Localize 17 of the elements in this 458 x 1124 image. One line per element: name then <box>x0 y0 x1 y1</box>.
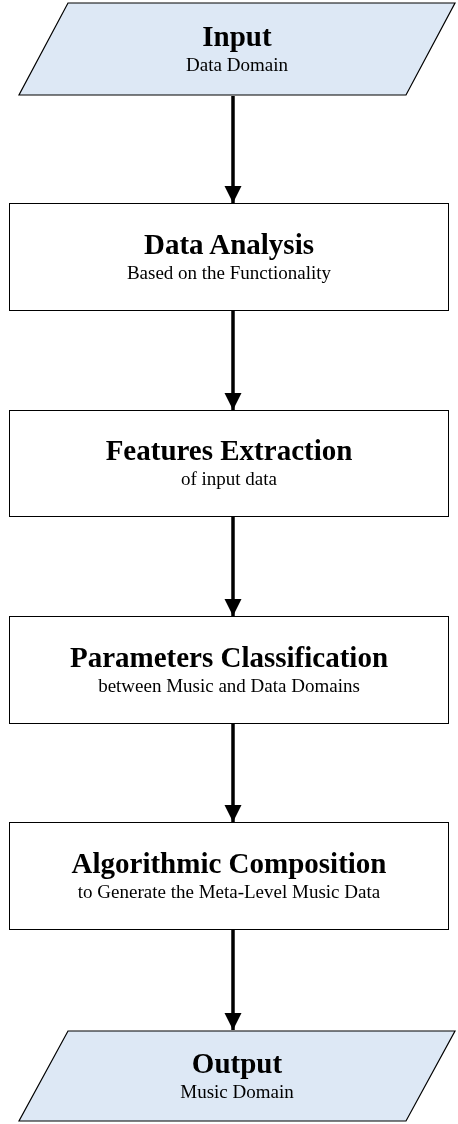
arrow <box>224 311 242 410</box>
node-subtitle: of input data <box>181 467 277 492</box>
node-heading: Algorithmic Composition <box>71 847 387 880</box>
node-subtitle: Music Domain <box>180 1079 294 1104</box>
node-heading: Output <box>191 1047 283 1080</box>
arrow <box>224 930 242 1030</box>
node-heading: Input <box>202 20 272 53</box>
arrow <box>224 96 242 203</box>
arrow <box>224 517 242 616</box>
node-heading: Data Analysis <box>144 228 314 261</box>
node-subtitle: between Music and Data Domains <box>98 673 360 698</box>
node-subtitle: to Generate the Meta-Level Music Data <box>77 879 381 904</box>
node-subtitle: Based on the Functionality <box>126 260 332 285</box>
node-heading: Features Extraction <box>105 435 353 468</box>
arrow <box>224 724 242 822</box>
node-subtitle: Data Domain <box>186 52 288 77</box>
node-heading: Parameters Classification <box>69 641 389 674</box>
